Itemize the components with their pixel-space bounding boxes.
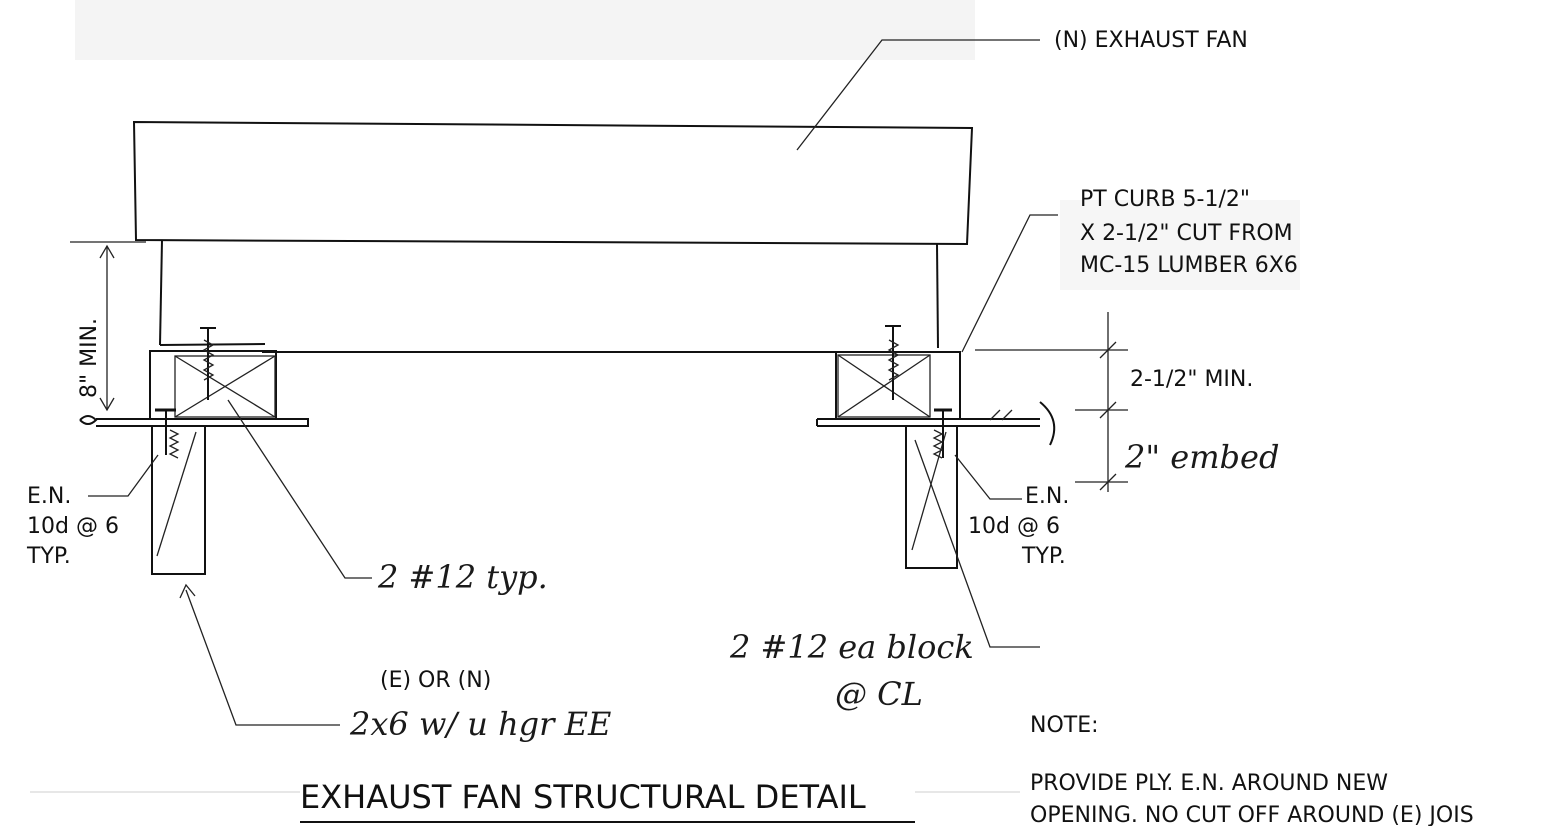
block-screws-label-2: @ CL (835, 675, 923, 713)
left-en-line-1: E.N. (27, 484, 71, 509)
right-en-line-1: E.N. (1025, 484, 1069, 509)
exhaust-fan-leader (796, 39, 1040, 151)
note-line-1: PROVIDE PLY. E.N. AROUND NEW (1030, 771, 1388, 796)
right-en-line-3: TYP. (1021, 544, 1066, 569)
pt-curb-leader (961, 214, 1058, 353)
embed-dimension (975, 312, 1128, 492)
right-en-line-2: 10d @ 6 (968, 514, 1060, 539)
note-line-2: OPENING. NO CUT OFF AROUND (E) JOIS (1030, 803, 1474, 826)
block-screws-label: 2 #12 ea block (729, 628, 974, 666)
pt-curb-line-2: X 2-1/2" CUT FROM (1080, 221, 1293, 246)
joist-label: (E) OR (N) (380, 668, 491, 693)
left-en-line-2: 10d @ 6 (27, 514, 119, 539)
scan-shade-2 (1060, 200, 1300, 290)
exhaust-fan-body (132, 120, 974, 353)
joist-leader (179, 583, 340, 726)
left-en-leader (88, 454, 159, 497)
exhaust-fan-label: (N) EXHAUST FAN (1054, 28, 1248, 53)
joist-hand-label: 2x6 w/ u hgr EE (349, 705, 611, 743)
right-curb-block (835, 325, 961, 420)
min-2half-label: 2-1/2" MIN. (1130, 367, 1253, 392)
detail-title: EXHAUST FAN STRUCTURAL DETAIL (300, 778, 866, 816)
min-height-dimension (70, 241, 146, 412)
screws-typ-leader (227, 399, 372, 579)
min-height-label: 8" MIN. (77, 318, 102, 398)
right-en-leader (954, 454, 1022, 500)
left-en-line-3: TYP. (26, 544, 71, 569)
screws-typ-label: 2 #12 typ. (377, 558, 548, 596)
note-heading: NOTE: (1030, 713, 1099, 738)
embed-label: 2" embed (1124, 438, 1279, 476)
left-curb-block (149, 327, 277, 420)
pt-curb-line-3: MC-15 LUMBER 6X6 (1080, 253, 1298, 278)
pt-curb-line-1: PT CURB 5-1/2" (1080, 187, 1250, 212)
left-joist (151, 408, 206, 575)
scan-shade (75, 0, 975, 60)
block-screws-leader (914, 439, 1040, 648)
right-joist (905, 408, 958, 569)
